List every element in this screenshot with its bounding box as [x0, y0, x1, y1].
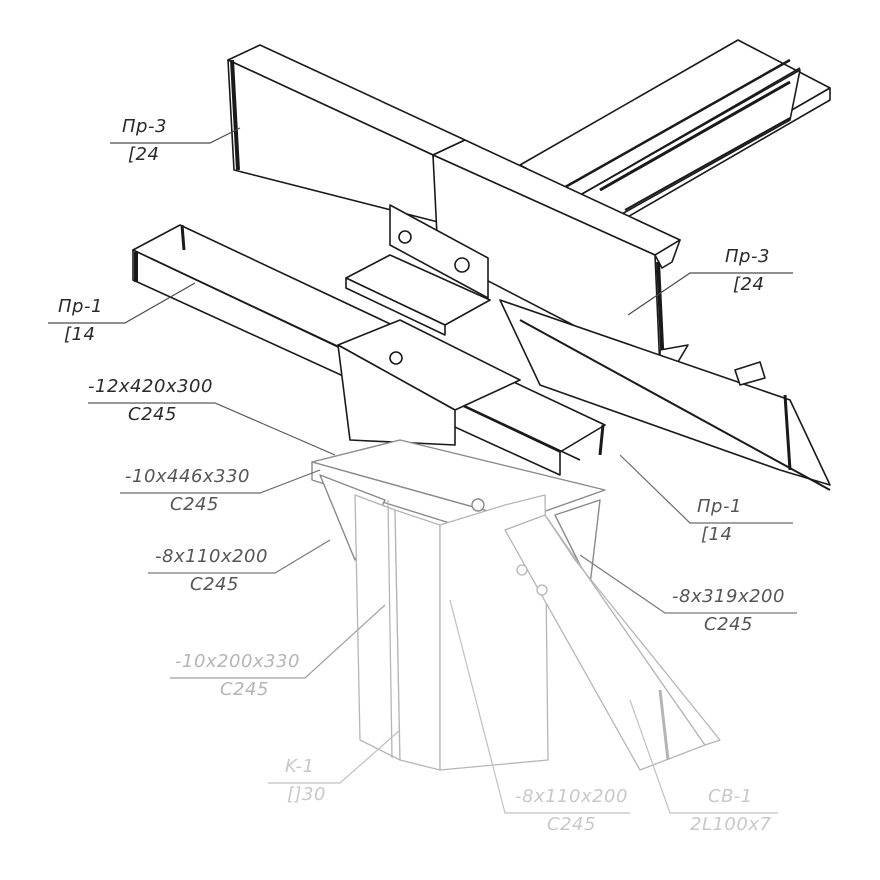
- label-name: -8x110x200: [155, 546, 268, 567]
- label-section: C245: [170, 494, 219, 515]
- label-section: [14: [64, 324, 96, 345]
- label-section: C245: [190, 574, 239, 595]
- label-plate-12x420x300: -12x420x300 C245: [88, 376, 213, 426]
- label-name: -10x446x330: [125, 466, 250, 487]
- label-section: [24: [128, 144, 160, 165]
- label-name: -10x200x330: [175, 651, 300, 672]
- label-name: Пр-1: [697, 496, 742, 517]
- label-pr1-left: Пр-1 [14: [58, 296, 103, 346]
- column-k1-and-brace: [354, 494, 721, 771]
- label-section: [14: [701, 524, 733, 545]
- label-name: Пр-3: [122, 116, 167, 137]
- purlin-pr3-main-channel: [432, 139, 831, 491]
- label-pr3-top: Пр-3 [24: [122, 116, 167, 166]
- label-name: Пр-1: [58, 296, 103, 317]
- label-section: [24: [733, 274, 765, 295]
- label-name: Пр-3: [725, 246, 770, 267]
- purlin-pr3-left-beam: [227, 44, 466, 223]
- label-brace-sv1: CB-1 2L100x7: [690, 786, 771, 836]
- label-section: C245: [547, 814, 596, 835]
- label-plate-8x319x200: -8x319x200 C245: [672, 586, 785, 636]
- top-gusset-plate: [345, 204, 491, 336]
- label-name: -12x420x300: [88, 376, 213, 397]
- label-name: -8x319x200: [672, 586, 785, 607]
- label-section: C245: [220, 679, 269, 700]
- label-section: C245: [704, 614, 753, 635]
- label-name: CB-1: [708, 786, 753, 807]
- label-section: 2L100x7: [690, 814, 772, 835]
- label-name: -8x110x200: [515, 786, 628, 807]
- upper-bracket: [337, 319, 521, 446]
- label-pr3-right: Пр-3 [24: [725, 246, 770, 296]
- label-plate-8x110x200-b: -8x110x200 C245: [515, 786, 628, 836]
- label-plate-10x200x330: -10x200x330 C245: [175, 651, 300, 701]
- label-pr1-right: Пр-1 [14: [697, 496, 742, 546]
- label-section: []30: [287, 784, 326, 805]
- label-column-k1: K-1 []30: [285, 756, 326, 806]
- label-plate-10x446x330: -10x446x330 C245: [125, 466, 250, 516]
- label-name: K-1: [285, 756, 315, 777]
- leader-lines: [48, 127, 797, 814]
- label-section: C245: [128, 404, 177, 425]
- label-plate-8x110x200-a: -8x110x200 C245: [155, 546, 268, 596]
- purlin-pr3-right-beam: [519, 39, 831, 227]
